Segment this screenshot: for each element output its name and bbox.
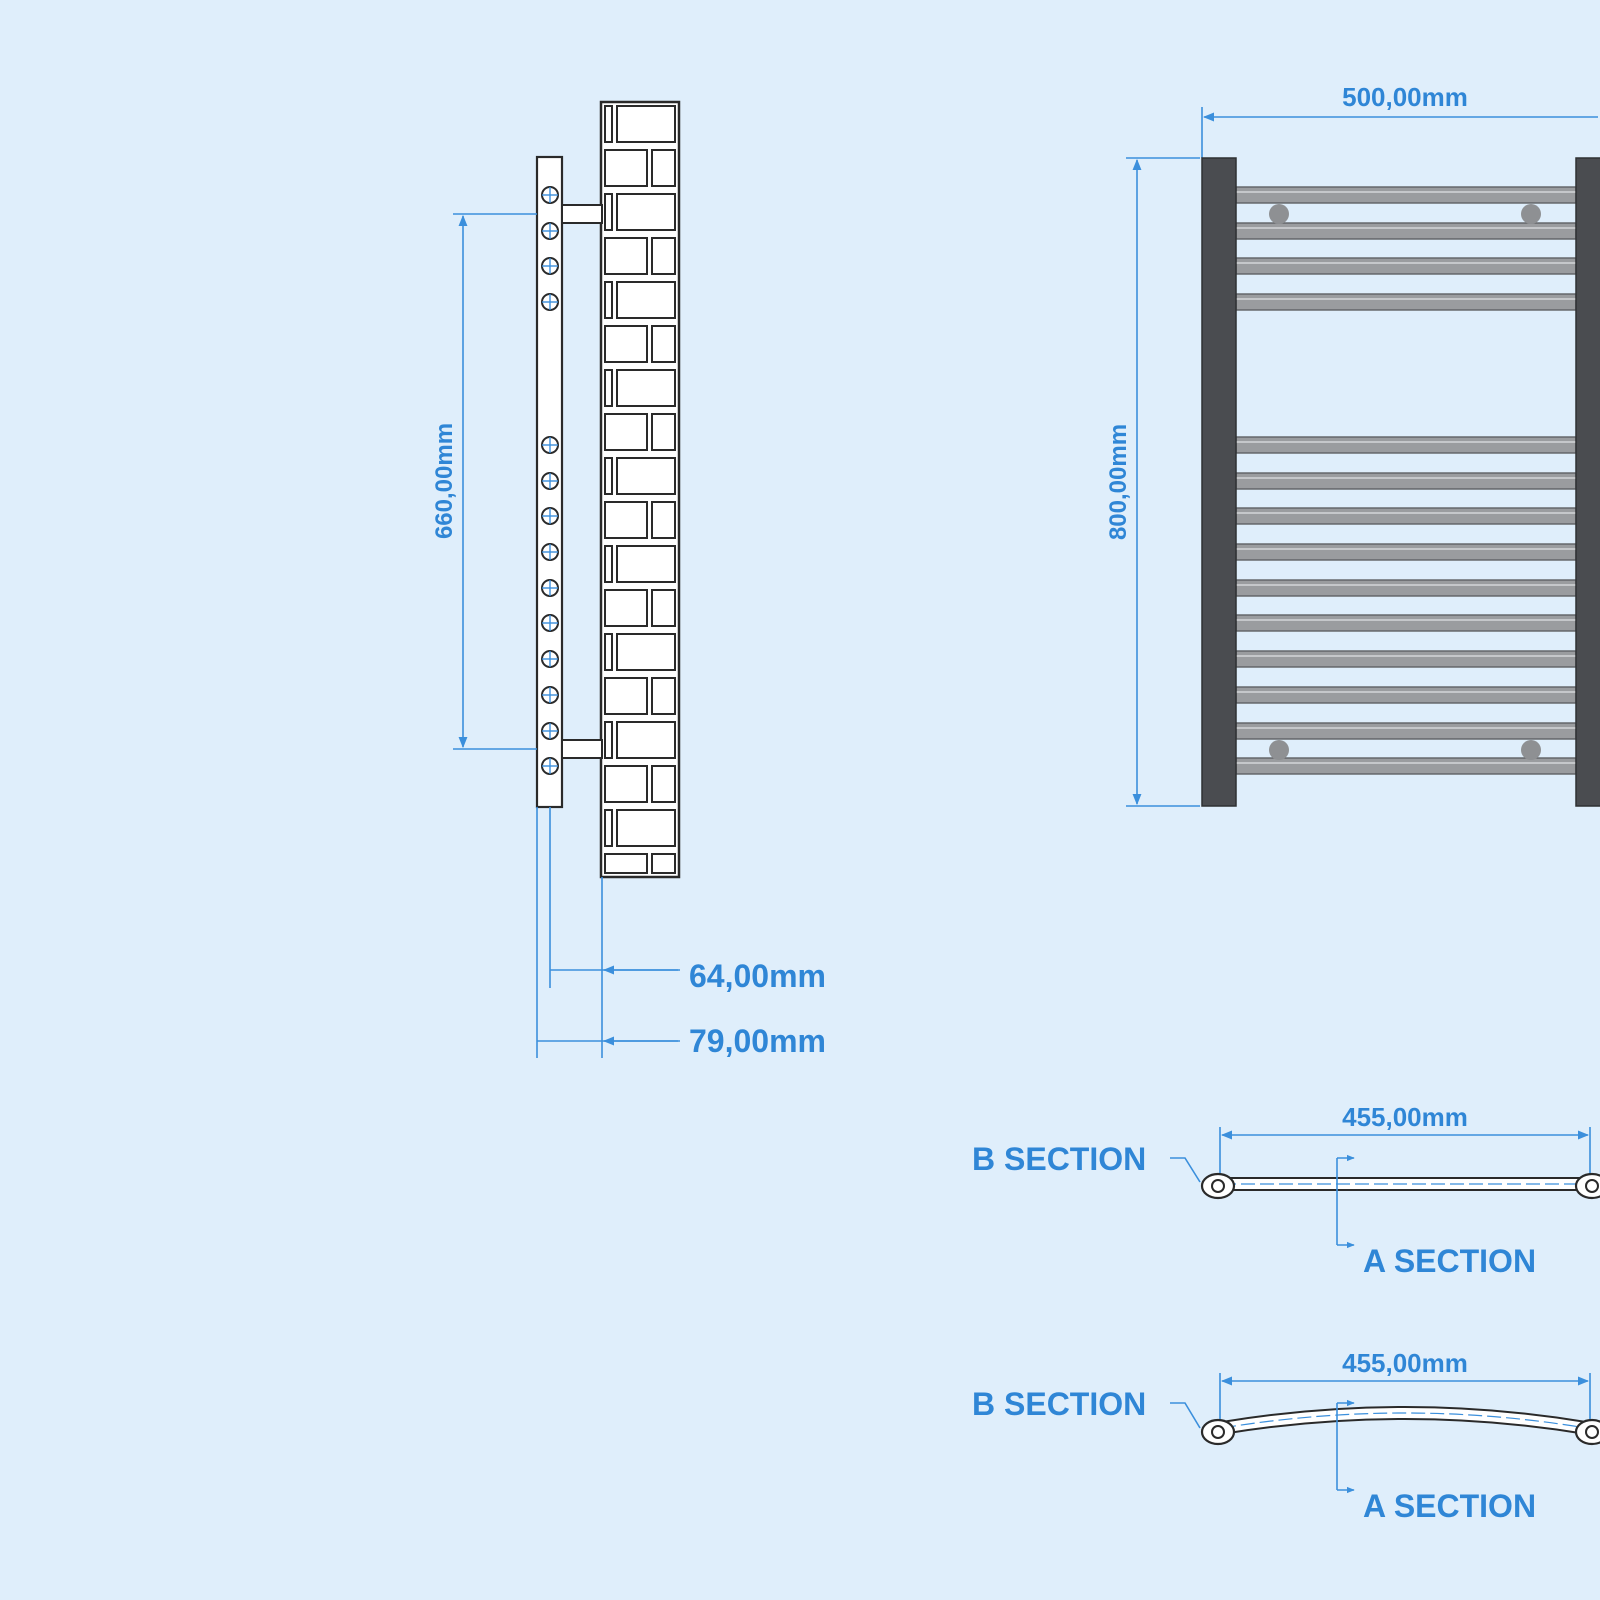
brick <box>604 325 648 363</box>
curved-a-section-label: A SECTION <box>1363 1488 1536 1524</box>
brick <box>616 369 676 407</box>
front-bar <box>1235 757 1577 775</box>
left-vertical-rail <box>1201 157 1237 807</box>
brick <box>616 721 676 759</box>
front-width-label: 500,00mm <box>1342 82 1468 112</box>
brick <box>651 413 676 451</box>
dimension-500: 500,00mm <box>1201 82 1598 158</box>
rail-end-right <box>1574 1172 1600 1200</box>
brick <box>604 457 613 495</box>
brick <box>616 545 676 583</box>
brick <box>604 501 648 539</box>
brick <box>604 721 613 759</box>
front-bar <box>1235 650 1577 668</box>
brick <box>616 193 676 231</box>
front-bar <box>1235 436 1577 454</box>
wall-bracket-top <box>561 204 603 224</box>
front-bar <box>1235 614 1577 632</box>
brick <box>651 149 676 187</box>
front-bar <box>1235 257 1577 275</box>
brick <box>651 853 676 874</box>
brick <box>604 149 648 187</box>
brick-wall <box>599 100 681 879</box>
wall-bracket-bottom <box>561 739 603 759</box>
side-view: 660,00mm 64,00mm 79,00mm <box>431 100 826 1059</box>
front-bar <box>1235 686 1577 704</box>
front-bar <box>1235 186 1577 204</box>
brick <box>604 237 648 275</box>
curved-b-section-label: B SECTION <box>972 1386 1146 1422</box>
straight-a-section-label: A SECTION <box>1363 1243 1536 1279</box>
brick-pattern <box>604 105 676 874</box>
brick <box>651 589 676 627</box>
rail-end-right <box>1574 1418 1600 1446</box>
dimension-660: 660,00mm <box>431 213 537 750</box>
brick <box>616 633 676 671</box>
straight-b-section-label: B SECTION <box>972 1141 1146 1177</box>
brick <box>604 633 613 671</box>
brick <box>604 105 613 143</box>
front-bar <box>1235 543 1577 561</box>
bracket-dot <box>1269 740 1289 760</box>
side-height-label: 660,00mm <box>431 423 458 539</box>
section-curved: 455,00mm B SECTION A SECTION <box>972 1348 1600 1524</box>
dimension-800: 800,00mm <box>1105 157 1200 807</box>
brick <box>604 413 648 451</box>
front-bar <box>1235 472 1577 490</box>
depth-inner-label: 64,00mm <box>689 958 826 994</box>
front-bar <box>1235 293 1577 311</box>
brick <box>604 853 648 874</box>
curved-width-label: 455,00mm <box>1342 1348 1468 1378</box>
rail-end-left <box>1200 1418 1236 1446</box>
brick <box>604 281 613 319</box>
brick <box>616 105 676 143</box>
brick <box>604 765 648 803</box>
brick <box>651 765 676 803</box>
brick <box>651 237 676 275</box>
brick <box>616 457 676 495</box>
brick <box>616 281 676 319</box>
brick <box>604 193 613 231</box>
bracket-dot <box>1269 204 1289 224</box>
side-bar-ends <box>541 186 559 775</box>
front-bar <box>1235 222 1577 240</box>
front-bar <box>1235 722 1577 740</box>
bracket-dot <box>1521 204 1541 224</box>
dimension-depth: 64,00mm 79,00mm <box>536 807 826 1059</box>
brick <box>616 809 676 847</box>
straight-width-label: 455,00mm <box>1342 1102 1468 1132</box>
section-straight: 455,00mm B SECTION A SECTION <box>972 1102 1600 1279</box>
brick <box>604 545 613 583</box>
front-height-label: 800,00mm <box>1105 424 1132 540</box>
depth-outer-label: 79,00mm <box>689 1023 826 1059</box>
brick <box>604 369 613 407</box>
brick <box>651 501 676 539</box>
brick <box>604 677 648 715</box>
bracket-dot <box>1521 740 1541 760</box>
brick <box>604 589 648 627</box>
front-bars <box>1235 186 1577 775</box>
right-vertical-rail <box>1575 157 1600 807</box>
rail-end-left <box>1200 1172 1236 1200</box>
front-bar <box>1235 507 1577 525</box>
brick <box>651 677 676 715</box>
brick <box>604 809 613 847</box>
front-view: 500,00mm 800,00mm <box>1105 82 1600 807</box>
front-bar <box>1235 579 1577 597</box>
brick <box>651 325 676 363</box>
